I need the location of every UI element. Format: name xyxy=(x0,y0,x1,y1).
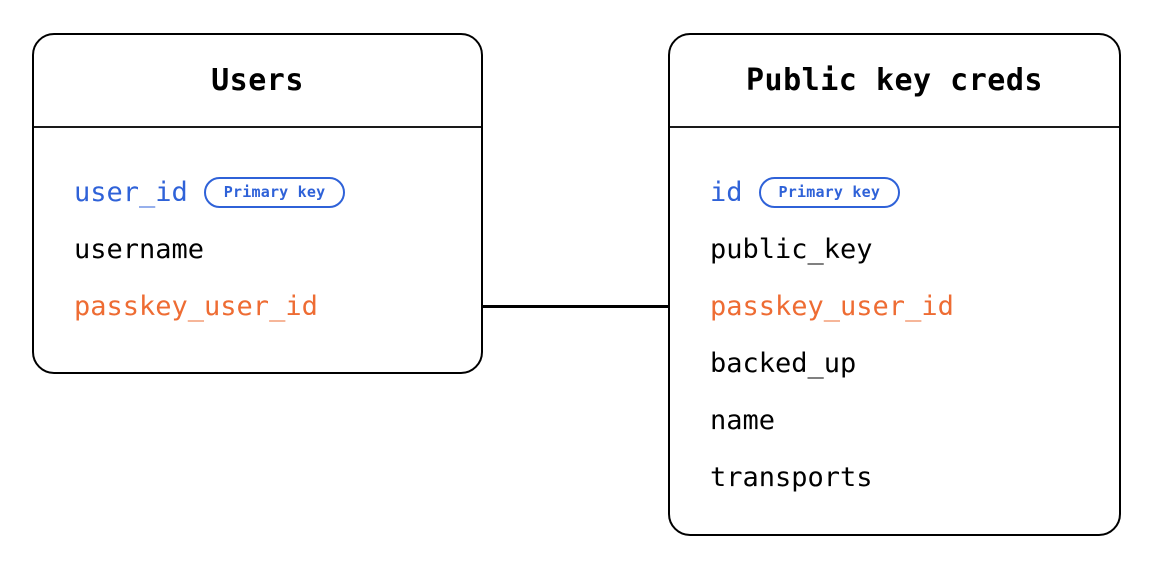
field-row-backed-up[interactable]: backed_up xyxy=(710,335,1119,392)
primary-key-badge-label: Primary key xyxy=(778,183,881,201)
entity-title-users: Users xyxy=(211,63,304,98)
field-name-passkey-user-id: passkey_user_id xyxy=(74,291,318,322)
field-name-id: id xyxy=(710,177,743,208)
primary-key-badge-users: Primary key xyxy=(203,177,346,208)
field-name-transports: transports xyxy=(710,462,873,493)
entity-header-public-key-creds: Public key creds xyxy=(670,35,1119,128)
field-row-passkey-user-id-users[interactable]: passkey_user_id xyxy=(74,278,481,335)
field-row-user-id[interactable]: user_id Primary key xyxy=(74,164,481,221)
field-row-public-key[interactable]: public_key xyxy=(710,221,1119,278)
entity-field-list-public-key-creds: id Primary key public_key passkey_user_i… xyxy=(670,128,1119,534)
field-name-passkey-user-id: passkey_user_id xyxy=(710,291,954,322)
field-row-passkey-user-id-creds[interactable]: passkey_user_id xyxy=(710,278,1119,335)
field-name-user-id: user_id xyxy=(74,177,188,208)
primary-key-badge-label: Primary key xyxy=(223,183,326,201)
field-row-transports[interactable]: transports xyxy=(710,449,1119,506)
field-name-public-key: public_key xyxy=(710,234,873,265)
relationship-connector-users-public-key-creds xyxy=(481,305,669,308)
entity-card-users[interactable]: Users user_id Primary key username passk… xyxy=(32,33,483,374)
field-name-backed-up: backed_up xyxy=(710,348,857,379)
field-name-username: username xyxy=(74,234,205,265)
field-row-username[interactable]: username xyxy=(74,221,481,278)
entity-card-public-key-creds[interactable]: Public key creds id Primary key public_k… xyxy=(668,33,1121,536)
entity-field-list-users: user_id Primary key username passkey_use… xyxy=(34,128,481,372)
field-row-name[interactable]: name xyxy=(710,392,1119,449)
entity-title-public-key-creds: Public key creds xyxy=(746,63,1043,98)
field-name-name: name xyxy=(710,405,776,436)
entity-header-users: Users xyxy=(34,35,481,128)
primary-key-badge-public-key-creds: Primary key xyxy=(758,177,901,208)
field-row-id[interactable]: id Primary key xyxy=(710,164,1119,221)
